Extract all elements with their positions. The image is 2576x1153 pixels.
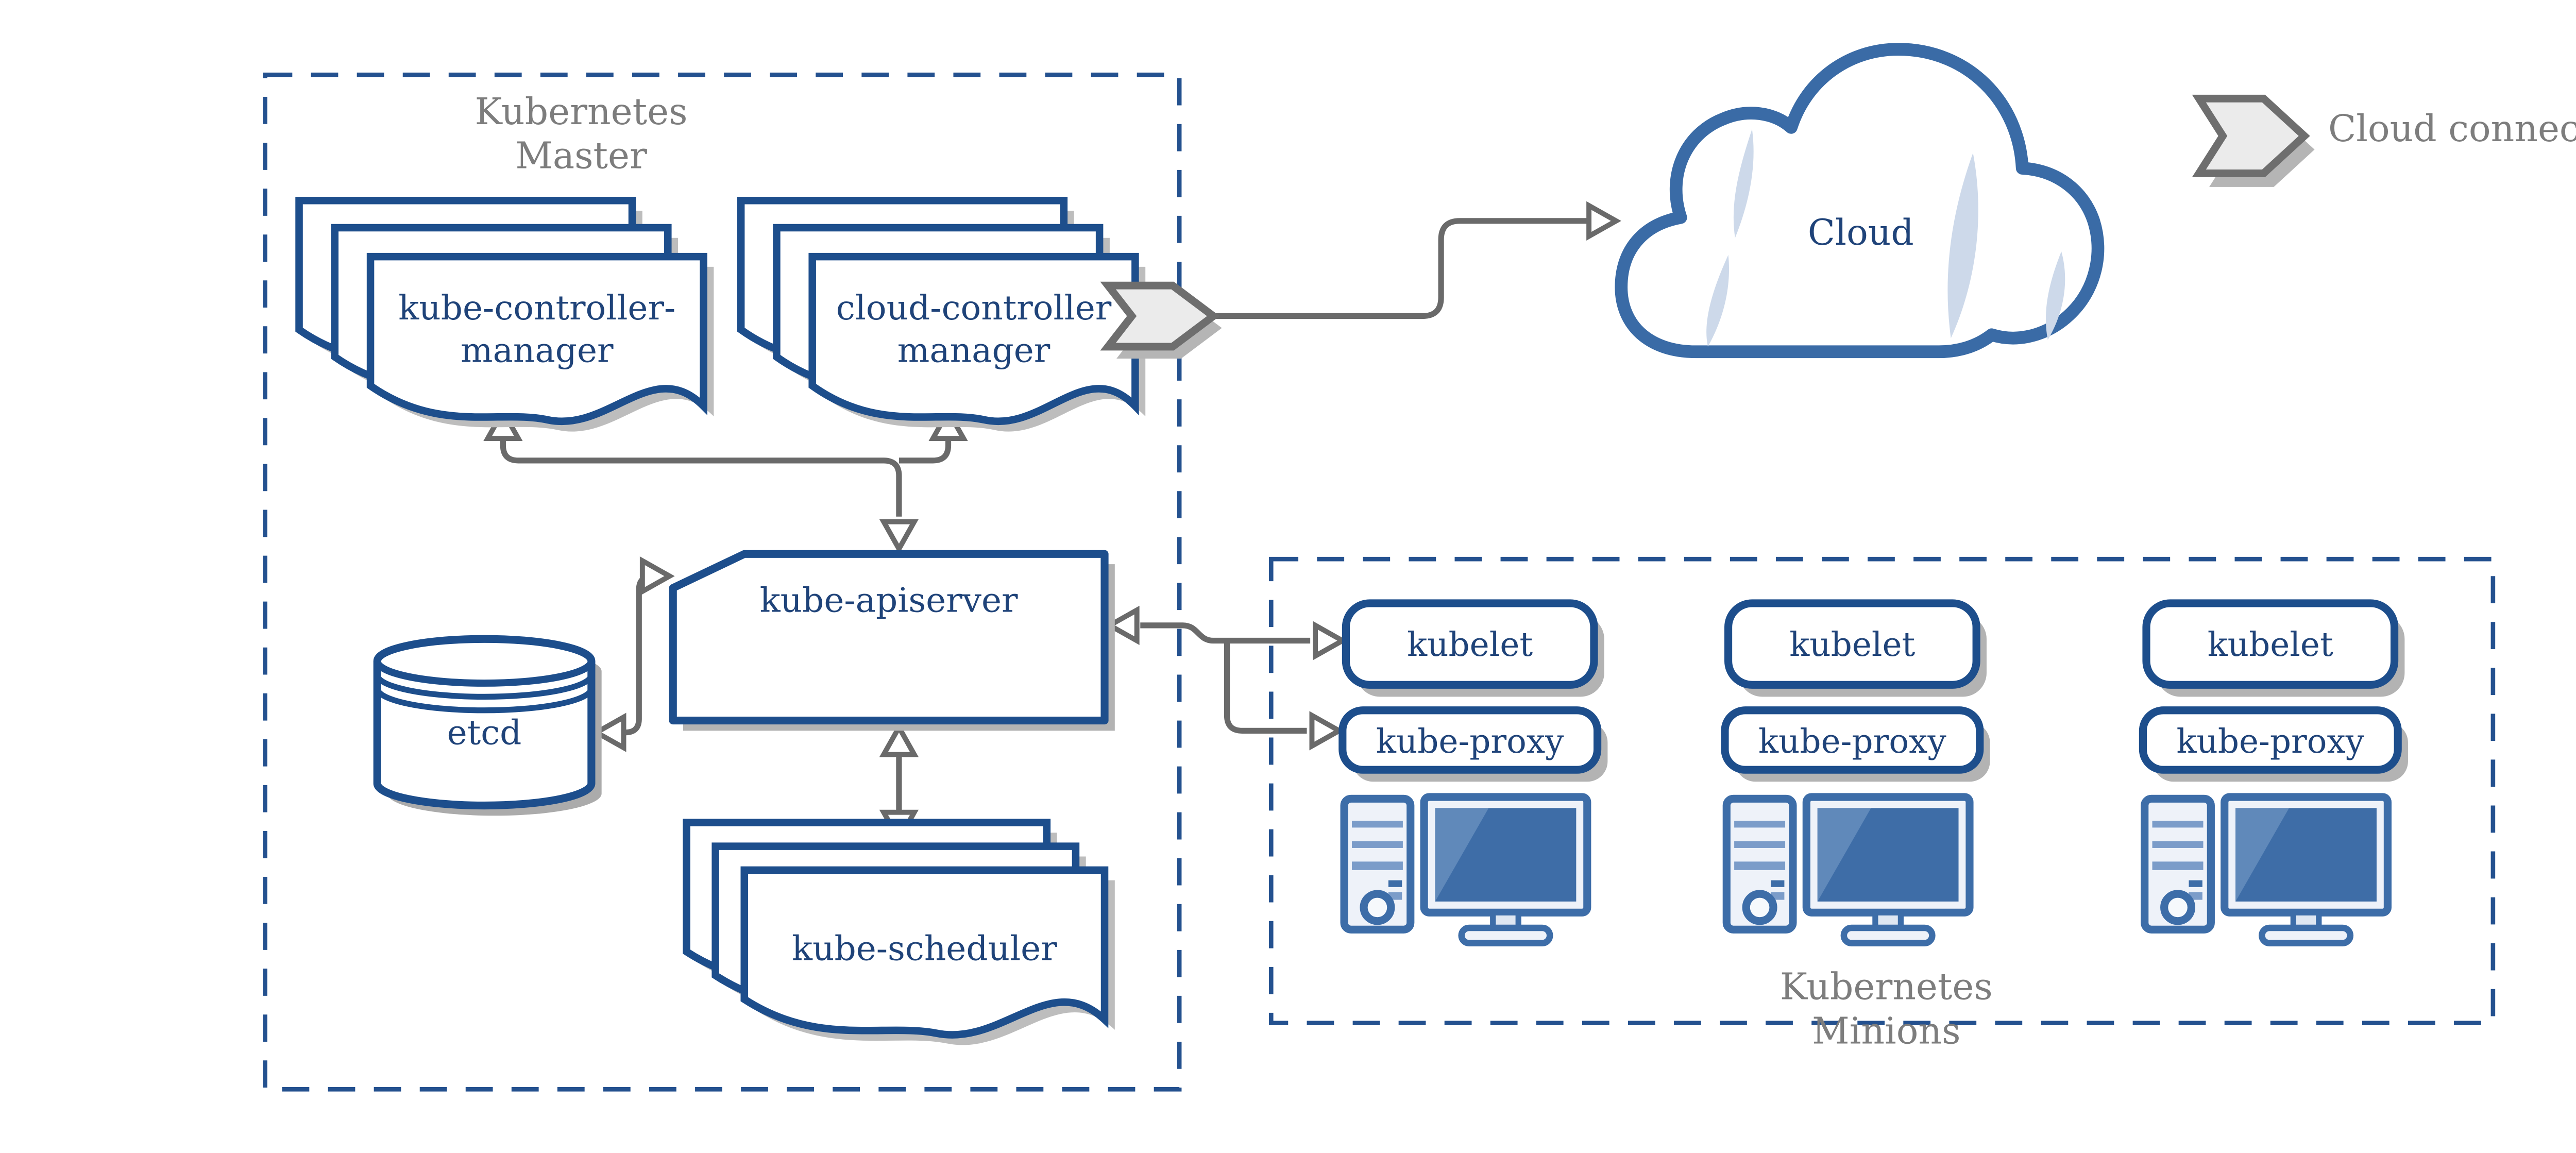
apiserver-to-kubelet-connector	[1140, 622, 1311, 644]
arrowhead-right-apiserver-left	[639, 556, 675, 596]
kube-proxy-label-1: kube-proxy	[1376, 722, 1564, 761]
document-stack-icon	[737, 196, 1146, 432]
etcd-to-apiserver-connector	[622, 573, 663, 736]
arrowhead-down-apiserver-top	[879, 519, 919, 554]
cloud-label: Cloud	[1807, 212, 1914, 253]
kube-scheduler-label: kube-scheduler	[791, 927, 1057, 969]
kubelet-label-3: kubelet	[2207, 625, 2333, 665]
minion-node-3	[2139, 599, 2408, 946]
cloud-icon	[1615, 43, 2105, 359]
minions-title: Kubernetes Minions	[1780, 967, 1993, 1054]
database-cylinder-icon	[373, 635, 602, 816]
cloud-controller-manager-shape	[737, 196, 1146, 432]
kube-scheduler-shape	[683, 819, 1115, 1045]
arrowhead-left-etcd	[591, 713, 626, 752]
cloud-controller-branch-connector	[899, 421, 952, 464]
minion-nodes	[1338, 599, 2408, 946]
kube-apiserver-label: kube-apiserver	[759, 579, 1018, 620]
arrowhead-right-kubeproxy	[1309, 711, 1345, 751]
desktop-computer-icon	[1340, 793, 1591, 946]
master-title: Kubernetes Master	[474, 92, 688, 179]
apiserver-to-kubeproxy-connector	[1224, 640, 1307, 734]
minion-node-1	[1338, 599, 1608, 946]
kubelet-box	[1342, 599, 1598, 689]
arrowhead-left-apiserver-right	[1104, 605, 1140, 645]
arrowhead-right-kubelet	[1313, 621, 1348, 660]
controllers-to-apiserver-connector	[500, 421, 902, 517]
desktop-computer-icon	[2141, 793, 2392, 946]
kubelet-label-2: kubelet	[1789, 625, 1916, 665]
arrowhead-up-apiserver-bottom	[879, 722, 919, 757]
desktop-computer-icon	[1722, 793, 1974, 946]
document-stack-icon	[683, 819, 1115, 1045]
kubelet-label-1: kubelet	[1407, 625, 1533, 665]
kube-controller-manager-label: kube-controller- manager	[398, 287, 676, 371]
etcd-label: etcd	[447, 712, 522, 753]
cloud-connector-chevron-icon	[1100, 281, 1222, 359]
legend-cloud-connector-icon	[2192, 94, 2315, 187]
kube-controller-manager-shape	[295, 196, 714, 432]
kube-apiserver-shape	[669, 550, 1115, 731]
kube-proxy-box	[2139, 706, 2402, 774]
arrowhead-right-cloud	[1586, 201, 1621, 241]
legend-cloud-connector-label: Cloud connector	[2328, 109, 2576, 151]
kubelet-box	[1724, 599, 1980, 689]
cloud-connector-wire	[1213, 218, 1589, 319]
minion-node-2	[1721, 599, 1990, 946]
kubernetes-minions-boundary	[1268, 556, 2496, 1025]
document-stack-icon	[295, 196, 714, 432]
cloud-controller-manager-label: cloud-controller manager	[836, 287, 1112, 371]
kube-proxy-box	[1721, 706, 1984, 774]
etcd-shape	[373, 635, 602, 816]
kube-proxy-label-3: kube-proxy	[2176, 722, 2365, 761]
kubernetes-master-boundary	[263, 72, 1182, 1092]
kubelet-box	[2142, 599, 2399, 689]
kube-proxy-box	[1338, 706, 1602, 774]
kube-proxy-label-2: kube-proxy	[1758, 722, 1946, 761]
